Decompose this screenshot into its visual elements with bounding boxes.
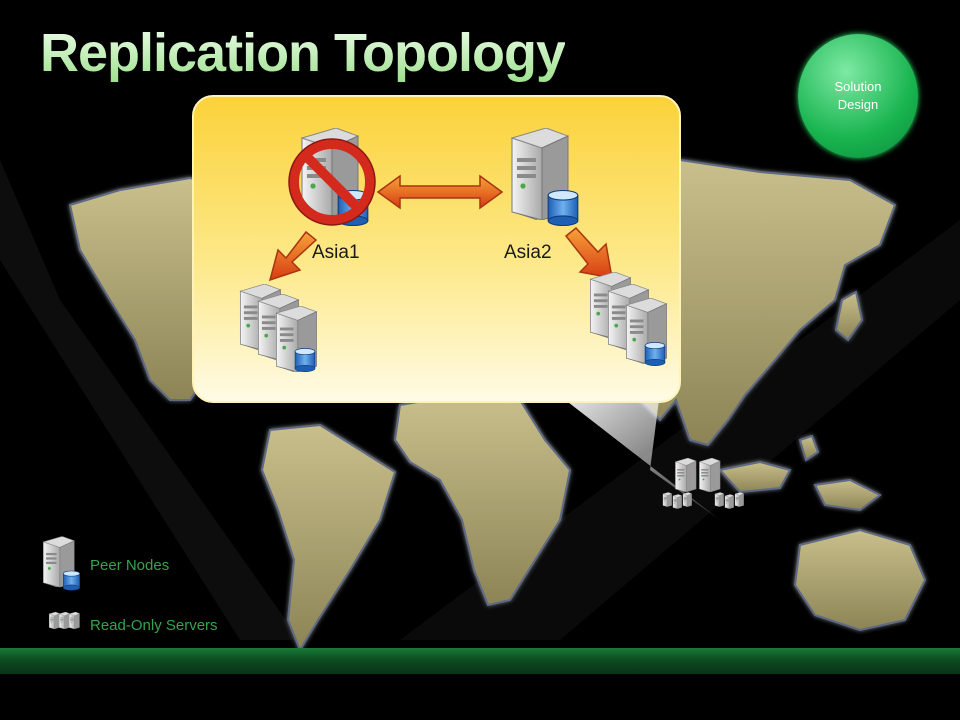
slide-title: Replication Topology — [40, 23, 566, 83]
badge-label-line1: Solution — [834, 79, 882, 94]
island-japan — [834, 290, 864, 342]
replication-arrow-asia2-readonly — [564, 226, 613, 279]
prohibited-icon — [288, 138, 376, 226]
legend-read-only-servers-icon — [49, 612, 80, 629]
island-philippines — [798, 434, 820, 462]
island-new-guinea — [813, 478, 882, 512]
badge-label: Solution Design — [823, 78, 893, 114]
legend-label-peer-nodes: Peer Nodes — [90, 557, 170, 574]
server-asia2-icon — [512, 128, 578, 225]
footer-bar — [0, 648, 960, 674]
continent-south-america — [260, 423, 397, 653]
node-label-asia1: Asia1 — [312, 242, 360, 263]
replication-arrow-asia1-readonly — [268, 230, 318, 282]
replication-arrow-bidirectional — [376, 174, 504, 210]
continent-africa — [393, 393, 572, 607]
node-label-asia2: Asia2 — [504, 242, 552, 263]
legend-peer-node-icon — [43, 536, 79, 590]
legend-label-read-only-servers: Read-Only Servers — [90, 617, 218, 634]
badge-label-line2: Design — [837, 97, 879, 112]
island-indonesia — [718, 460, 792, 494]
continent-australia — [793, 528, 927, 632]
solution-design-badge[interactable]: Solution Design — [798, 34, 918, 158]
